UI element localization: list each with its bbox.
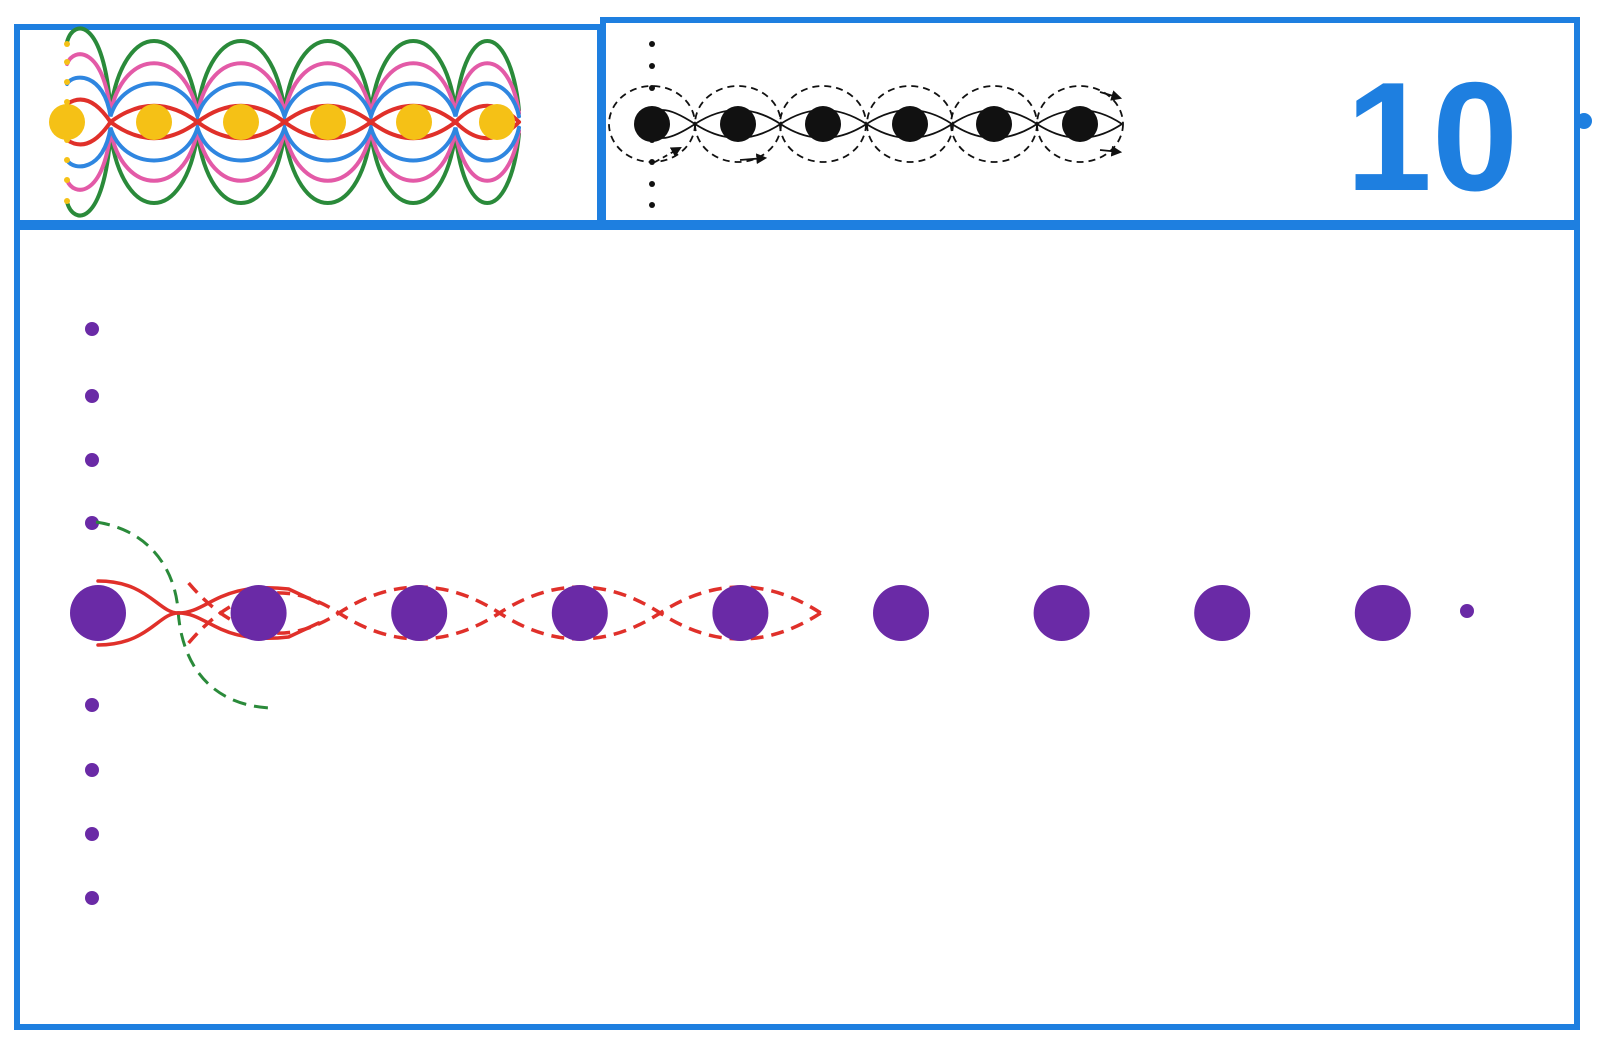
page-number-dot [1576,113,1592,129]
demo-start-dot [649,181,655,187]
sample-start-dot [64,59,70,65]
small-start-dot [85,891,99,905]
sample-dot [310,104,346,140]
demo-dot [805,106,841,142]
demo-dot [1062,106,1098,142]
demo-start-dot [649,41,655,47]
arrowhead-icon [1099,145,1123,157]
tracing-exercise [70,322,1474,905]
demo-dashed-loop [950,85,1038,163]
sample-start-dot [64,157,70,163]
page-number: 10 [1346,50,1518,223]
demo-dot [976,106,1012,142]
green-guide-line [95,520,271,710]
worksheet-frame [14,224,1580,1030]
demo-dashed-loop [1036,85,1124,163]
small-start-dot [85,763,99,777]
sample-dot [136,104,172,140]
sample-dot [396,104,432,140]
small-start-dot [85,322,99,336]
demo-dot [634,106,670,142]
arrowhead-icon [1099,90,1123,101]
sample-dot [479,104,515,140]
large-dot [70,585,126,641]
small-end-dot [1460,604,1474,618]
small-start-dot [85,827,99,841]
arrowhead-icon [739,153,768,165]
small-start-dot [85,516,99,530]
sample-start-dot [64,198,70,204]
demo-start-dot [649,63,655,69]
demo-dashed-loop [694,85,782,163]
sample-pattern [49,26,521,218]
demo-dashed-loop [779,85,867,163]
small-start-dot [85,698,99,712]
demo-dot [720,106,756,142]
small-start-dot [85,453,99,467]
sample-start-dot [64,177,70,183]
large-dot [1194,585,1251,641]
demo-dashed-loop [608,85,696,163]
sample-line [65,120,521,169]
large-dot [391,585,448,641]
large-dot [873,585,929,641]
sample-start-dot [64,79,70,85]
large-dot [1033,585,1090,641]
small-start-dot [85,389,99,403]
demo-start-dot [649,202,655,208]
sample-dot [223,104,259,140]
demo-pattern [608,41,1124,208]
large-dot [1354,585,1411,641]
large-dot [551,585,608,641]
sample-start-dot [64,99,70,105]
sample-dot [49,104,85,140]
arrowhead-icon [654,146,682,163]
red-dashed-guide [187,585,822,645]
sample-start-dot [64,41,70,47]
demo-dot [892,106,928,142]
large-dot [230,585,287,641]
sample-line [65,119,521,147]
large-dot [712,585,769,641]
demo-dashed-loop [866,85,954,163]
sample-line [65,75,521,124]
